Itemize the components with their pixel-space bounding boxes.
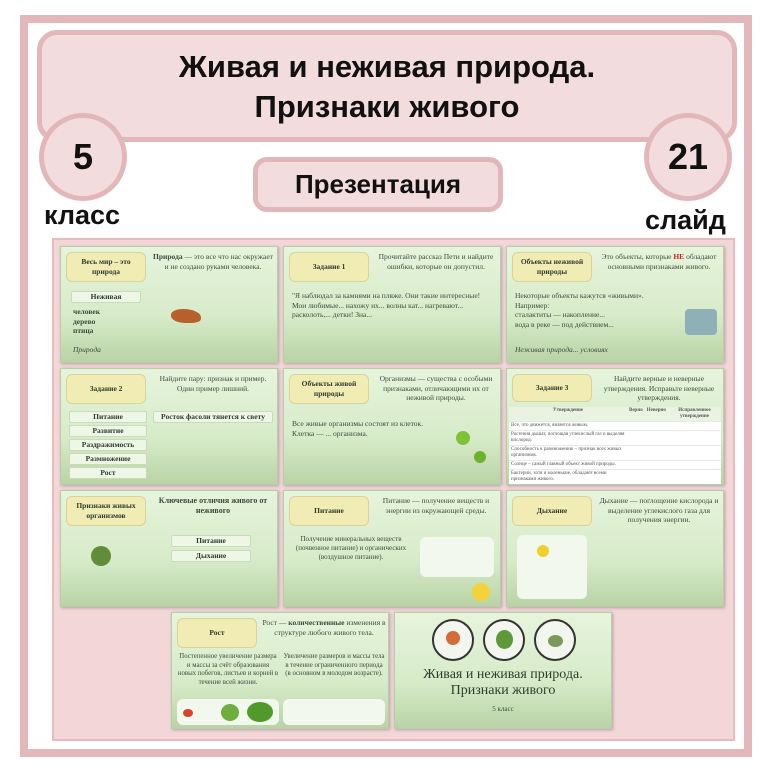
- sun-image: [472, 583, 490, 601]
- slide-task-3: Задание 3 Найдите верные и неверные утве…: [506, 368, 724, 485]
- slide-count-label: слайд: [645, 205, 726, 235]
- slide-title: Живая и неживая природа.Признаки живого …: [394, 612, 612, 729]
- plant-growth-text: Постепенное увеличение размера и массы з…: [177, 653, 279, 686]
- slide-tag: Питание: [289, 496, 369, 526]
- slide-definition: Питание — получение веществ и энергии из…: [382, 496, 490, 515]
- tree-icon: [247, 702, 273, 722]
- slide-tag: Дыхание: [512, 496, 592, 526]
- slide-tag: Задание 3: [512, 374, 592, 402]
- slide-tag: Признаки живых организмов: [66, 496, 146, 526]
- grade-badge: 5: [39, 113, 127, 201]
- plant-growth-image: [420, 537, 494, 577]
- slide-task-2: Задание 2 Найдите пару: признак и пример…: [60, 368, 278, 485]
- slide-respiration: Дыхание Дыхание — поглощение кислорода и…: [506, 490, 724, 607]
- table-row: Способность к размножению – признак всех…: [509, 445, 721, 461]
- slide-tag: Рост: [177, 618, 257, 648]
- slide-caption: Природа: [73, 345, 101, 354]
- slide-task-1: Задание 1 Прочитайте рассказ Пети и найд…: [283, 246, 501, 363]
- slide-definition: Рост — количественные изменения в структ…: [262, 618, 386, 637]
- title-slide-heading: Живая и неживая природа.Признаки живого: [423, 667, 583, 698]
- slide-body: Некоторые объекты кажутся «живыми».Напри…: [515, 291, 644, 329]
- tomato-image: [91, 546, 111, 566]
- table-row: Бактерии, хотя и маленькие, обладают все…: [509, 469, 721, 484]
- slide-body: Все живые организмы состоят из клеток. К…: [292, 419, 424, 438]
- slide-living-objects: Объекты живой природы Организмы — сущест…: [283, 368, 501, 485]
- animal-growth-text: Увеличение размеров и массы тела в течен…: [283, 653, 385, 677]
- example-item: Росток фасоли тянется к свету: [153, 411, 273, 423]
- fungi-circle-image: [534, 619, 576, 661]
- slide-tag: Весь мир – это природа: [66, 252, 146, 282]
- category-box: Неживая: [71, 291, 141, 303]
- slide-tag: Задание 2: [66, 374, 146, 404]
- slide-tag: Задание 1: [289, 252, 369, 282]
- table-row: Все, что движется, является живым.: [509, 421, 721, 431]
- tree-growth-image: [177, 699, 279, 725]
- cell-image: [474, 451, 486, 463]
- slide-tag: Объекты живой природы: [289, 374, 369, 404]
- task-text: Найдите пару: признак и пример. Один при…: [159, 374, 267, 393]
- trait-item: Питание: [171, 535, 251, 547]
- slide-definition: Дыхание — поглощение кислорода и выделен…: [599, 496, 719, 524]
- slide-tag: Объекты неживой природы: [512, 252, 592, 282]
- flower-bloom: [537, 545, 549, 557]
- task-text: Прочитайте рассказ Пети и найдите ошибки…: [378, 252, 494, 271]
- slide-heading: Ключевые отличия живого от неживого: [158, 496, 268, 515]
- task-text: Найдите верные и неверные утверждения. И…: [603, 374, 715, 402]
- title-banner: Живая и неживая природа. Признаки живого: [37, 30, 737, 142]
- slide-footer: Неживая природа... условиях: [515, 345, 608, 354]
- plants-circle-image: [483, 619, 525, 661]
- trait-item: Рост: [69, 467, 147, 479]
- grade-label: класс: [44, 200, 121, 230]
- title-slide-subtitle: 5 класс: [492, 705, 514, 713]
- presentation-label: Презентация: [253, 157, 503, 212]
- slide-definition: Это объекты, которые НЕ обладают основны…: [601, 252, 717, 271]
- slide-body: Получение минеральных веществ (почвенное…: [295, 535, 407, 561]
- watering-can-icon: [183, 709, 193, 717]
- fox-image: [171, 309, 201, 323]
- tree-icon: [221, 704, 239, 721]
- cell-image: [456, 431, 470, 445]
- trait-item: Питание: [69, 411, 147, 423]
- table-row: Солнце – самый главный объект живой прир…: [509, 460, 721, 470]
- title-line-1: Живая и неживая природа.: [178, 49, 596, 84]
- story-text: "Я наблюдал за камнями на пляже. Они так…: [292, 291, 481, 319]
- kitten-growth-image: [283, 699, 385, 725]
- title-line-2: Признаки живого: [254, 89, 520, 124]
- slide-nonliving-objects: Объекты неживой природы Это объекты, кот…: [506, 246, 724, 363]
- slide-growth: Рост Рост — количественные изменения в с…: [171, 612, 389, 729]
- slide-definition: Природа — это все что нас окружает и не …: [153, 252, 273, 271]
- flower-image: [517, 535, 587, 599]
- animals-circle-image: [432, 619, 474, 661]
- trait-item: Размножение: [69, 453, 147, 465]
- stalactite-image: [685, 309, 717, 335]
- table-row: Растения дышат, поглощая углекислый газ …: [509, 430, 721, 446]
- trait-item: Раздражимость: [69, 439, 147, 451]
- slide-nutrition: Питание Питание — получение веществ и эн…: [283, 490, 501, 607]
- trait-item: Дыхание: [171, 550, 251, 562]
- slide-definition: Организмы — существа с особыми признакам…: [379, 374, 493, 402]
- trait-item: Развитие: [69, 425, 147, 437]
- slide-living-traits: Признаки живых организмов Ключевые отлич…: [60, 490, 278, 607]
- slide-count-badge: 21: [644, 113, 732, 201]
- slide-nature-world: Весь мир – это природа Природа — это все…: [60, 246, 278, 363]
